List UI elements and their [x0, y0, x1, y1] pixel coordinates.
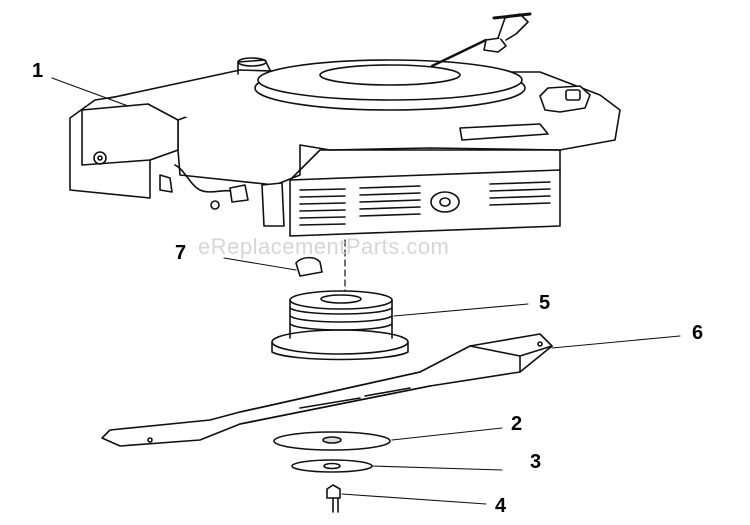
- leader-lines: [51, 77, 681, 505]
- callout-4: 4: [495, 495, 507, 517]
- blade-bolt-drawing: [326, 484, 341, 513]
- key-drawing: [295, 256, 323, 277]
- callout-2: 2: [511, 413, 523, 435]
- callout-6: 6: [692, 322, 704, 344]
- callout-7: 7: [175, 242, 187, 264]
- mower-blade-drawing: [101, 333, 553, 447]
- washer-drawing: [291, 459, 373, 473]
- adapter-plate-drawing: [273, 431, 391, 451]
- callout-1: 1: [32, 60, 44, 82]
- callout-3: 3: [530, 451, 542, 473]
- callout-5: 5: [539, 292, 551, 314]
- engine-drawing: [69, 12, 621, 301]
- blade-adapter-drawing: [271, 290, 409, 361]
- watermark-text: eReplacementParts.com: [198, 234, 450, 259]
